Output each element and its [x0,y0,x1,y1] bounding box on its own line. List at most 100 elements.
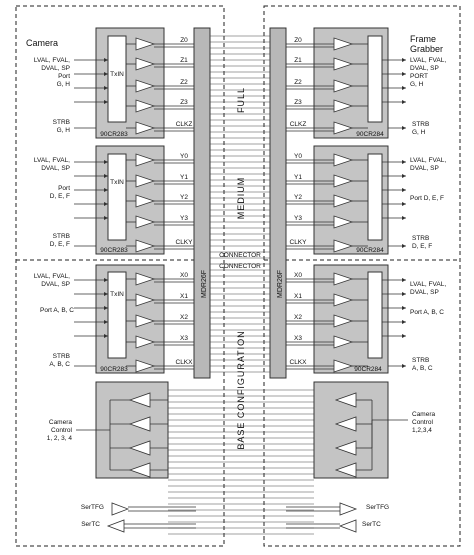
svg-text:STRB: STRB [412,121,429,128]
svg-text:STRB: STRB [53,119,70,126]
left-chip-x [95,264,165,374]
svg-text:Port: Port [58,185,70,192]
svg-text:A, B, C: A, B, C [412,365,433,372]
signal-label-left: X3 [180,335,188,342]
signal-label-right: Z0 [294,37,302,44]
grabber-title-1: Frame [410,34,436,44]
arrow-head [402,58,406,62]
arrow-head [402,174,406,178]
signal-label-right: Z1 [294,57,302,64]
svg-text:DVAL, SP: DVAL, SP [41,65,70,72]
arrow-head [104,278,108,282]
right-strb-def: STRB D, E, F [412,235,432,250]
svg-text:A, B, C: A, B, C [49,361,70,368]
txin-label-z: TxIN [110,71,124,78]
rx-box-x [367,271,383,359]
svg-text:LVAL, FVAL,: LVAL, FVAL, [410,157,446,164]
svg-text:LVAL, FVAL,: LVAL, FVAL, [34,157,70,164]
svg-text:Port A, B, C: Port A, B, C [410,309,444,316]
svg-text:G, H: G, H [410,81,424,88]
arrow-head [104,188,108,192]
svg-text:G, H: G, H [412,129,426,136]
signal-label-left: Z2 [180,79,188,86]
arrow-head [402,244,406,248]
svg-text:STRB: STRB [53,353,70,360]
svg-text:1, 2, 3, 4: 1, 2, 3, 4 [47,435,73,442]
svg-text:LVAL, FVAL,: LVAL, FVAL, [34,273,70,280]
arrow-head [104,292,108,296]
signal-label-left: Y2 [180,194,188,201]
svg-text:Camera: Camera [49,419,73,426]
rx-box-y [367,153,383,241]
chip-label-right-y: 90CR284 [356,247,384,254]
left-sertfg-label: SerTFG [81,504,104,511]
signal-label-left: CLKX [176,359,194,366]
arrow-head [104,86,108,90]
right-group2-labels: LVAL, FVAL, DVAL, SP Port D, E, F [410,157,446,202]
section-base: BASE CONFIGURATION [236,330,246,449]
right-group1-labels: LVAL, FVAL, DVAL, SP PORT G, H [410,57,446,88]
section-full: FULL [236,87,246,113]
svg-text:D, E, F: D, E, F [50,241,70,248]
txin-box-y [107,153,127,241]
connector-top-label: CONNECTOR [219,252,261,259]
svg-text:STRB: STRB [53,233,70,240]
camera-title: Camera [26,38,58,48]
left-strb-abc: STRB A, B, C [49,353,70,368]
arrow-head [402,292,406,296]
signal-label-left: Z0 [180,37,188,44]
svg-text:LVAL, FVAL,: LVAL, FVAL, [410,57,446,64]
svg-text:Port: Port [58,73,70,80]
chip-label-left-x: 90CR283 [100,366,128,373]
svg-text:PORT: PORT [410,73,428,80]
signal-label-left: X1 [180,293,188,300]
arrow-head [104,320,108,324]
signal-label-left: Y0 [180,153,188,160]
svg-text:STRB: STRB [412,235,429,242]
sertc-buffer-right [338,519,357,533]
rx-box-z [367,35,383,123]
connector-bottom-label: CONNECTOR [219,263,261,270]
arrow-head [402,126,406,130]
signal-label-right: Y0 [294,153,302,160]
arrow-head [104,174,108,178]
signal-label-right: CLKX [290,359,308,366]
svg-text:LVAL, FVAL,: LVAL, FVAL, [410,281,446,288]
signal-label-left: Y3 [180,215,188,222]
connector-left-name: MDR26F [201,270,208,298]
chip-label-right-z: 90CR284 [356,131,384,138]
arrow-head [104,216,108,220]
right-group3-labels: LVAL, FVAL, DVAL, SP Port A, B, C [410,281,446,316]
chip-label-left-z: 90CR283 [100,131,128,138]
signal-label-right: X2 [294,314,302,321]
sertc-buffer-left [106,519,125,533]
svg-text:DVAL, SP: DVAL, SP [410,65,439,72]
svg-text:Camera: Camera [412,411,436,418]
svg-text:Control: Control [51,427,73,434]
left-sertc-label: SerTC [81,521,100,528]
svg-text:DVAL, SP: DVAL, SP [41,281,70,288]
svg-text:DVAL, SP: DVAL, SP [410,289,439,296]
signal-label-left: Z3 [180,99,188,106]
svg-text:STRB: STRB [412,357,429,364]
txin-label-x: TxIN [110,291,124,298]
txin-box-x [107,271,127,359]
txin-box-z [107,35,127,123]
arrow-head [104,202,108,206]
connector-right-name: MDR26F [277,270,284,298]
arrow-head [402,216,406,220]
grabber-title-2: Grabber [410,44,443,54]
arrow-head [402,364,406,368]
chip-label-left-y: 90CR283 [100,247,128,254]
left-chip-z [95,27,165,139]
sertfg-buffer-right [339,502,358,516]
chip-label-right-x: 90CR284 [354,366,382,373]
txin-label-y: TxIN [110,179,124,186]
svg-text:DVAL, SP: DVAL, SP [41,165,70,172]
svg-text:LVAL, FVAL,: LVAL, FVAL, [34,57,70,64]
right-sertc-label: SerTC [362,521,381,528]
right-strb-abc: STRB A, B, C [412,357,433,372]
